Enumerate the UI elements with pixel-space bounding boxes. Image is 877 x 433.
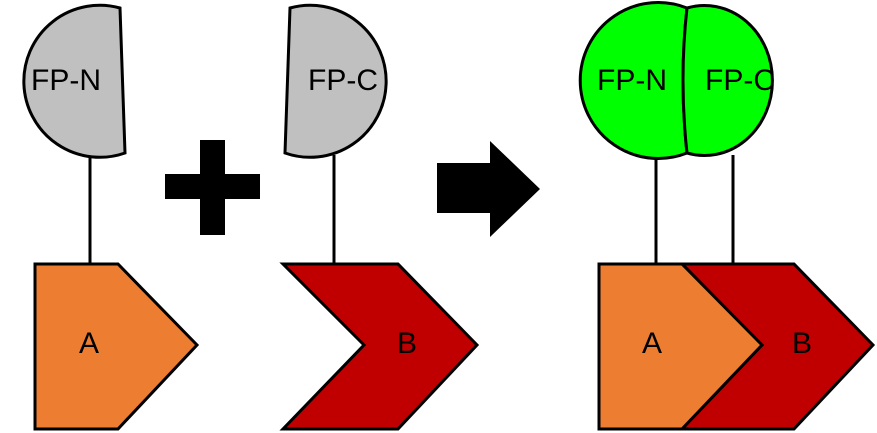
arrow-right-icon [437, 141, 540, 237]
left-construct: FP-N A [22, 3, 200, 431]
result-protein-a-label: A [642, 327, 662, 360]
fp-c-label: FP-C [308, 64, 378, 97]
middle-construct: FP-C B [279, 3, 480, 431]
result-complex: FP-N FP-C A B [578, 1, 876, 431]
protein-b-shape [279, 262, 480, 431]
result-fp-n-label: FP-N [597, 64, 667, 97]
fp-c-fragment [283, 3, 388, 159]
plus-icon [165, 140, 260, 235]
protein-b-label: B [397, 327, 417, 360]
result-fp-c-fragment [681, 4, 774, 157]
result-protein-a-shape [597, 262, 765, 431]
fp-n-label: FP-N [31, 64, 101, 97]
result-protein-b-label: B [792, 327, 812, 360]
fp-n-fragment [22, 3, 127, 159]
protein-a-label: A [79, 327, 99, 360]
protein-a-shape [33, 262, 200, 431]
result-fp-c-label: FP-C [705, 64, 775, 97]
